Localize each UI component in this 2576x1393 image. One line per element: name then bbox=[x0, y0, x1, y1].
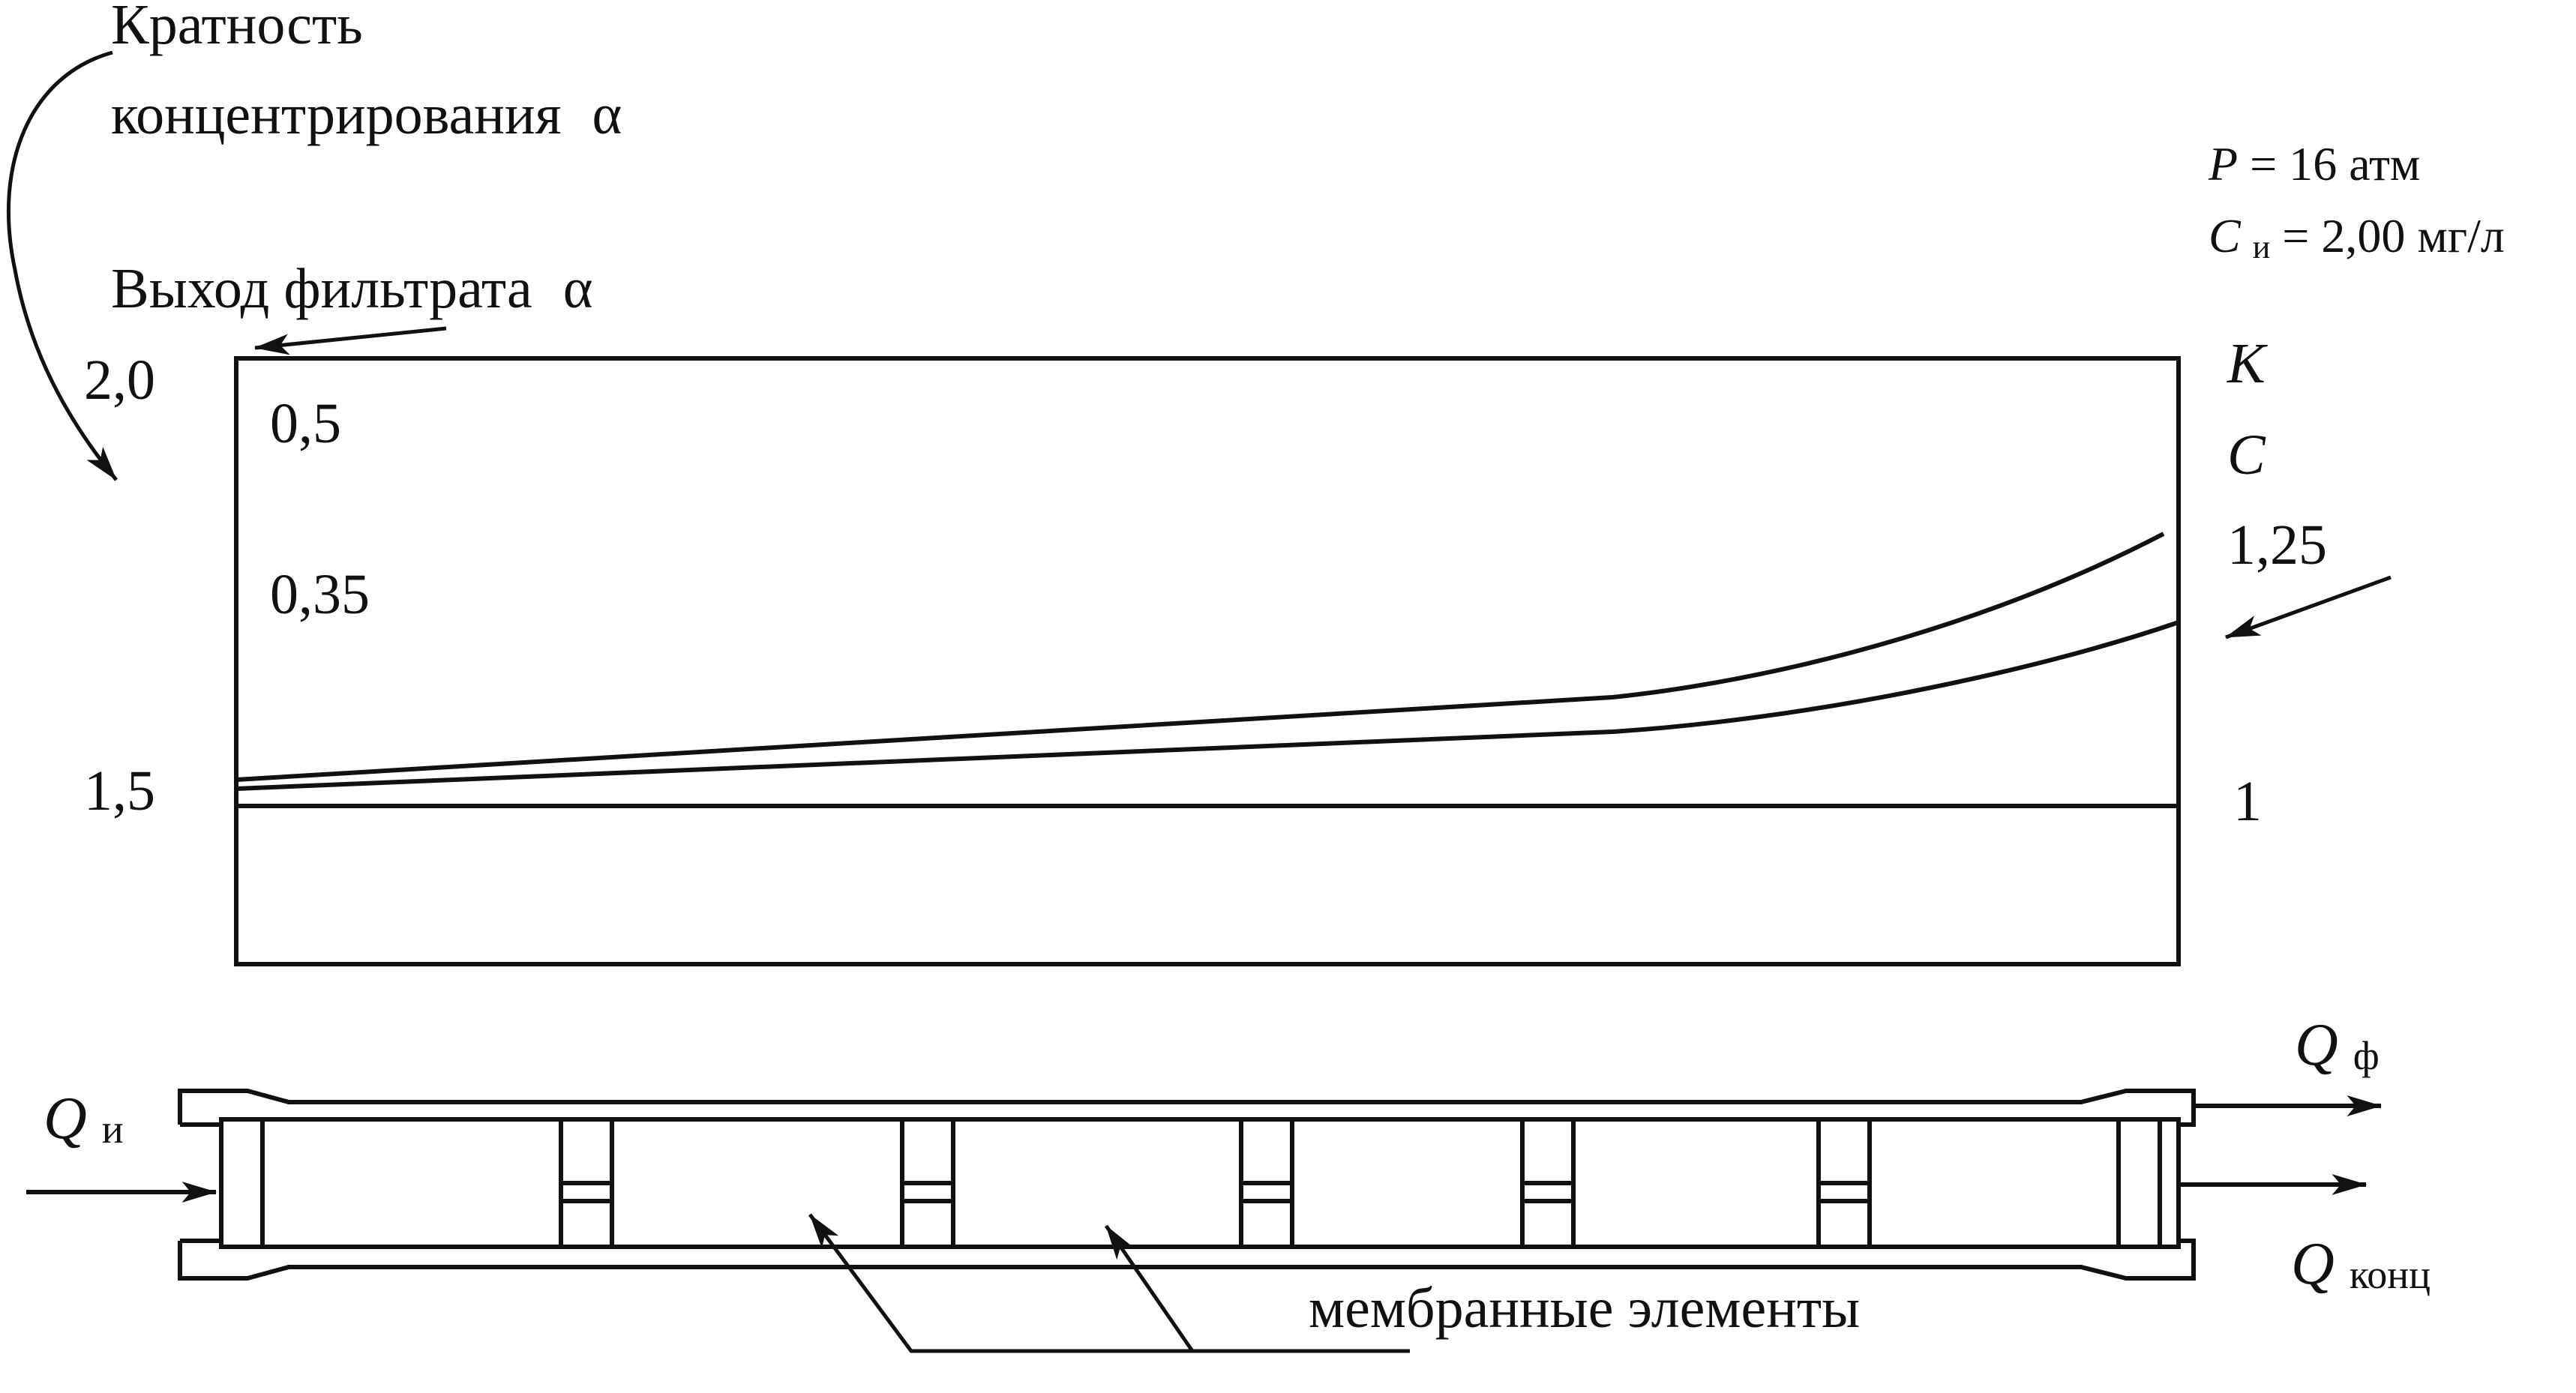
left-end-cap bbox=[219, 1117, 265, 1249]
right-tick-1-25: 1,25 bbox=[2227, 514, 2327, 577]
filtrate-output-label: Выход фильтрата α bbox=[111, 257, 593, 320]
concentrate-flow-label: Q конц bbox=[2291, 1231, 2431, 1297]
pressure-value: = 16 атм bbox=[2250, 137, 2420, 190]
filtrate-flow-subscript: ф bbox=[2353, 1033, 2380, 1078]
concentration-factor-label-line2: концентрирования α bbox=[111, 83, 622, 146]
left-tick-2-0: 2,0 bbox=[84, 349, 155, 412]
right-label-c: C bbox=[2227, 424, 2266, 487]
right-label-k: K bbox=[2227, 332, 2268, 395]
concentration-symbol: C bbox=[2209, 209, 2242, 262]
membrane-pointer-arrow-1 bbox=[808, 1213, 1410, 1353]
filtrate-flow-symbol: Q bbox=[2295, 1012, 2338, 1078]
concentrate-flow-symbol: Q bbox=[2291, 1231, 2335, 1297]
inner-label-0-35: 0,35 bbox=[270, 563, 370, 626]
pressure-symbol: P bbox=[2208, 137, 2238, 190]
membrane-tube bbox=[219, 1117, 2181, 1249]
concentrate-flow-subscript: конц bbox=[2350, 1252, 2431, 1297]
right-tick-1: 1 bbox=[2233, 770, 2262, 833]
filtrate-output-word: Выход фильтрата bbox=[111, 257, 532, 320]
inner-label-0-5: 0,5 bbox=[270, 392, 341, 455]
curve-lower bbox=[235, 620, 2179, 791]
inlet-flow-label: Q и bbox=[43, 1086, 124, 1152]
concentration-curved-arrow bbox=[6, 50, 118, 481]
concentration-factor-label-word: концентрирования bbox=[111, 83, 562, 146]
filtrate-output-alpha: α bbox=[563, 257, 593, 320]
concentration-label: C и = 2,00 мг/л bbox=[2209, 209, 2505, 268]
concentration-value: = 2,00 мг/л bbox=[2282, 209, 2505, 262]
membrane-elements-label: мембранные элементы bbox=[1309, 1277, 1860, 1340]
left-tick-1-5: 1,5 bbox=[84, 759, 155, 822]
inlet-flow-symbol: Q bbox=[43, 1086, 87, 1152]
concentration-subscript: и bbox=[2253, 229, 2271, 265]
filtrate-output-arrow bbox=[253, 326, 447, 355]
right-scale-arrow bbox=[2224, 575, 2392, 640]
pressure-label: P = 16 атм bbox=[2208, 137, 2420, 190]
pressure-vessel bbox=[178, 1089, 2196, 1281]
vessel-bottom-wall bbox=[178, 1239, 2196, 1281]
right-end-cap bbox=[2116, 1117, 2162, 1249]
concentration-factor-alpha: α bbox=[592, 83, 622, 146]
vessel-top-wall bbox=[178, 1089, 2196, 1127]
curve-upper bbox=[235, 532, 2165, 782]
concentration-factor-label-line1: Кратность bbox=[111, 0, 363, 56]
inlet-flow-subscript: и bbox=[102, 1107, 124, 1152]
chart-frame bbox=[234, 356, 2181, 966]
membrane-pointer-arrow-2 bbox=[1104, 1224, 1195, 1353]
filtrate-flow-label: Q ф bbox=[2295, 1012, 2380, 1078]
membrane-connectors bbox=[559, 1117, 1872, 1249]
